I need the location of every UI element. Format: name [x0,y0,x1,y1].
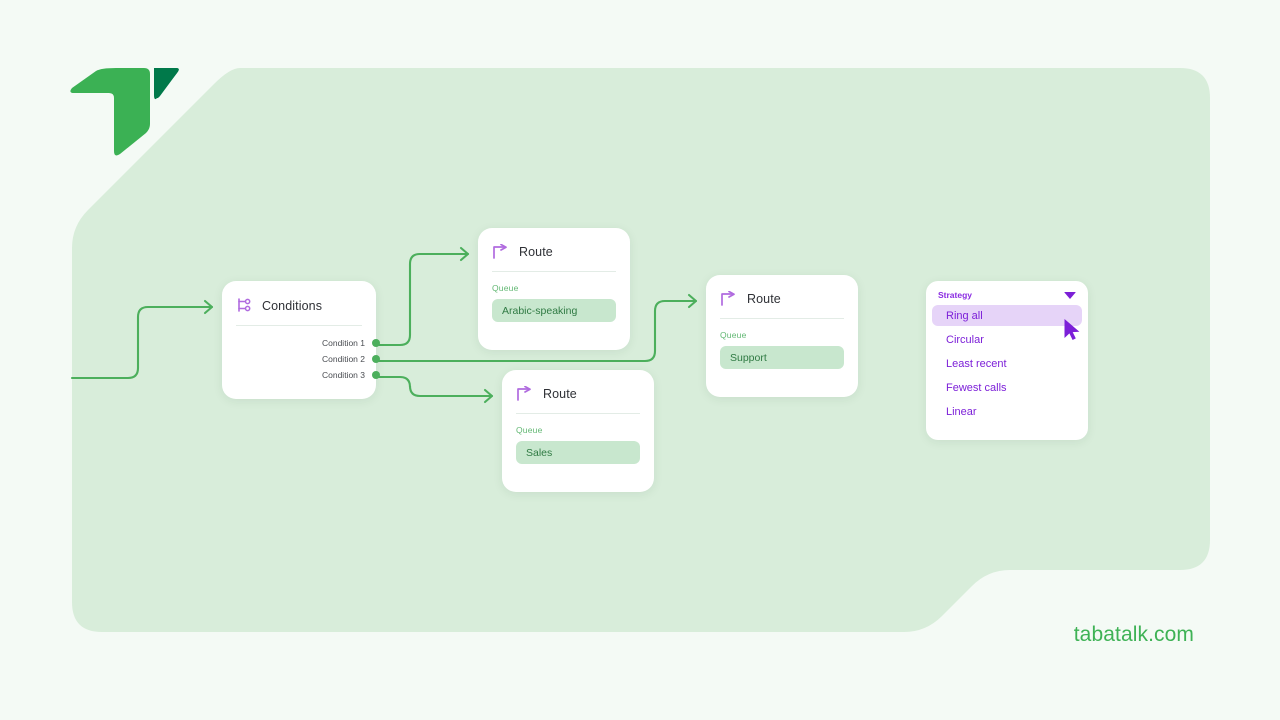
node-conditions-title: Conditions [262,298,323,313]
queue-value-field[interactable]: Support [720,346,844,369]
condition-output-row[interactable]: Condition 3 [222,367,380,383]
queue-field-label: Queue [492,283,519,293]
strategy-label: Strategy [938,290,973,300]
strategy-option-label: Circular [946,333,984,346]
divider [492,271,616,272]
divider [720,318,844,319]
divider [236,325,362,326]
node-route-header: Route [706,275,858,307]
condition-output-row[interactable]: Condition 1 [222,335,380,351]
node-route-arabic[interactable]: Route Queue Arabic-speaking [478,228,630,350]
arrow-turn-right-icon [517,386,531,401]
divider [516,413,640,414]
strategy-option-list: Ring all Circular Least recent Fewest ca… [926,305,1088,422]
condition-label: Condition 1 [321,338,365,348]
queue-field-label: Queue [516,425,543,435]
strategy-dropdown-header[interactable]: Strategy [926,281,1088,300]
condition-output-row[interactable]: Condition 2 [222,351,380,367]
condition-label: Condition 2 [321,354,365,364]
chevron-down-icon[interactable] [1064,291,1076,299]
node-conditions-header: Conditions [222,281,376,314]
node-route-support[interactable]: Route Queue Support [706,275,858,397]
node-conditions[interactable]: Conditions Condition 1 Condition 2 Condi… [222,281,380,399]
strategy-option-circular[interactable]: Circular [932,329,1082,350]
strategy-option-least-recent[interactable]: Least recent [932,353,1082,374]
condition-output-port[interactable] [372,371,380,379]
strategy-option-label: Linear [946,405,977,418]
condition-output-list: Condition 1 Condition 2 Condition 3 [222,326,380,383]
node-route-title: Route [747,292,781,306]
strategy-option-label: Ring all [946,309,983,322]
node-route-title: Route [543,387,577,401]
strategy-option-ring-all[interactable]: Ring all [932,305,1082,326]
queue-value-field[interactable]: Arabic-speaking [492,299,616,322]
site-watermark: tabatalk.com [1073,623,1194,646]
queue-value-field[interactable]: Sales [516,441,640,464]
node-route-header: Route [502,370,654,402]
condition-label: Condition 3 [321,370,365,380]
node-route-header: Route [478,228,630,260]
queue-field-label: Queue [720,330,747,340]
mouse-pointer-icon [1064,319,1080,340]
strategy-option-label: Least recent [946,357,1007,370]
condition-output-port[interactable] [372,339,380,347]
node-route-title: Route [519,245,553,259]
branch-split-icon [238,298,251,312]
strategy-dropdown-panel[interactable]: Strategy Ring all Circular Least recent … [926,281,1088,440]
strategy-option-linear[interactable]: Linear [932,401,1082,422]
strategy-option-label: Fewest calls [946,381,1007,394]
strategy-option-fewest-calls[interactable]: Fewest calls [932,377,1082,398]
node-route-sales[interactable]: Route Queue Sales [502,370,654,492]
arrow-turn-right-icon [493,244,507,259]
condition-output-port[interactable] [372,355,380,363]
arrow-turn-right-icon [721,291,735,306]
tabatalk-arrow-logo [70,68,179,156]
